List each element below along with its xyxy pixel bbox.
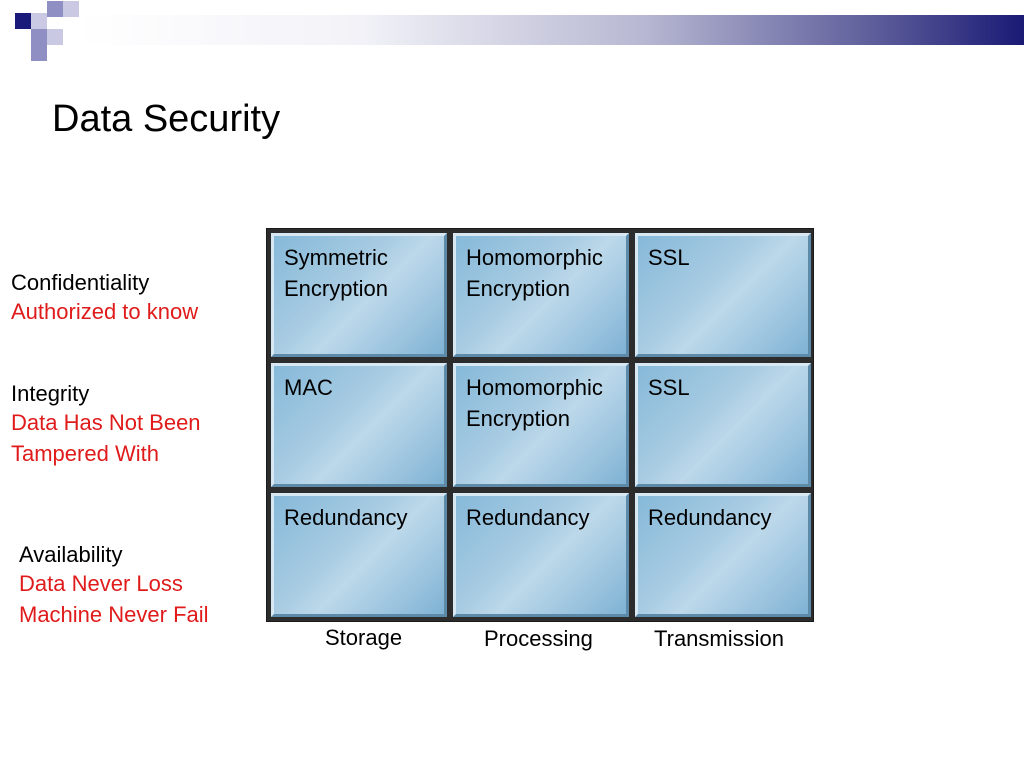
cell-text-line: Homomorphic [466,245,603,270]
cell-text-line: Homomorphic [466,375,603,400]
matrix-cell-integrity-processing: Homomorphic Encryption [453,363,629,487]
cell-text-line: Encryption [466,406,570,431]
matrix-cell-confidentiality-storage: Symmetric Encryption [271,233,447,357]
row-description-line: Data Never Loss [19,571,183,596]
cell-text-line: Redundancy [284,505,408,530]
row-name: Integrity [11,381,90,406]
row-description-line: Authorized to know [11,299,199,324]
cell-text-line: Symmetric [284,245,388,270]
cell-text-line: Redundancy [466,505,590,530]
row-label-availability: Availability Data Never Loss Machine Nev… [19,540,209,629]
cell-text-line: SSL [648,375,690,400]
matrix-cell-integrity-storage: MAC [271,363,447,487]
row-label-integrity: Integrity Data Has Not Been Tampered Wit… [11,379,201,468]
row-label-confidentiality: Confidentiality Authorized to know [11,268,198,326]
row-name: Availability [19,542,123,567]
matrix-cell-confidentiality-processing: Homomorphic Encryption [453,233,629,357]
row-description-line: Data Has Not Been [11,410,201,435]
row-description-line: Tampered With [11,441,159,466]
matrix-cell-availability-storage: Redundancy [271,493,447,617]
matrix-cell-availability-transmission: Redundancy [635,493,811,617]
cell-text-line: SSL [648,245,690,270]
cell-text-line: Redundancy [648,505,772,530]
matrix-cell-confidentiality-transmission: SSL [635,233,811,357]
column-label-storage: Storage [325,625,403,650]
matrix-cell-availability-processing: Redundancy [453,493,629,617]
matrix-cell-integrity-transmission: SSL [635,363,811,487]
column-label-processing: Processing [484,626,593,651]
row-description-line: Machine Never Fail [19,602,209,627]
slide-title: Data Security [52,98,281,140]
row-name: Confidentiality [11,270,150,295]
cell-text-line: Encryption [284,276,388,301]
header-gradient-bar [78,15,1024,45]
cell-text-line: MAC [284,375,333,400]
security-matrix: Symmetric Encryption Homomorphic Encrypt… [266,228,814,622]
column-label-transmission: Transmission [654,626,784,651]
cell-text-line: Encryption [466,276,570,301]
